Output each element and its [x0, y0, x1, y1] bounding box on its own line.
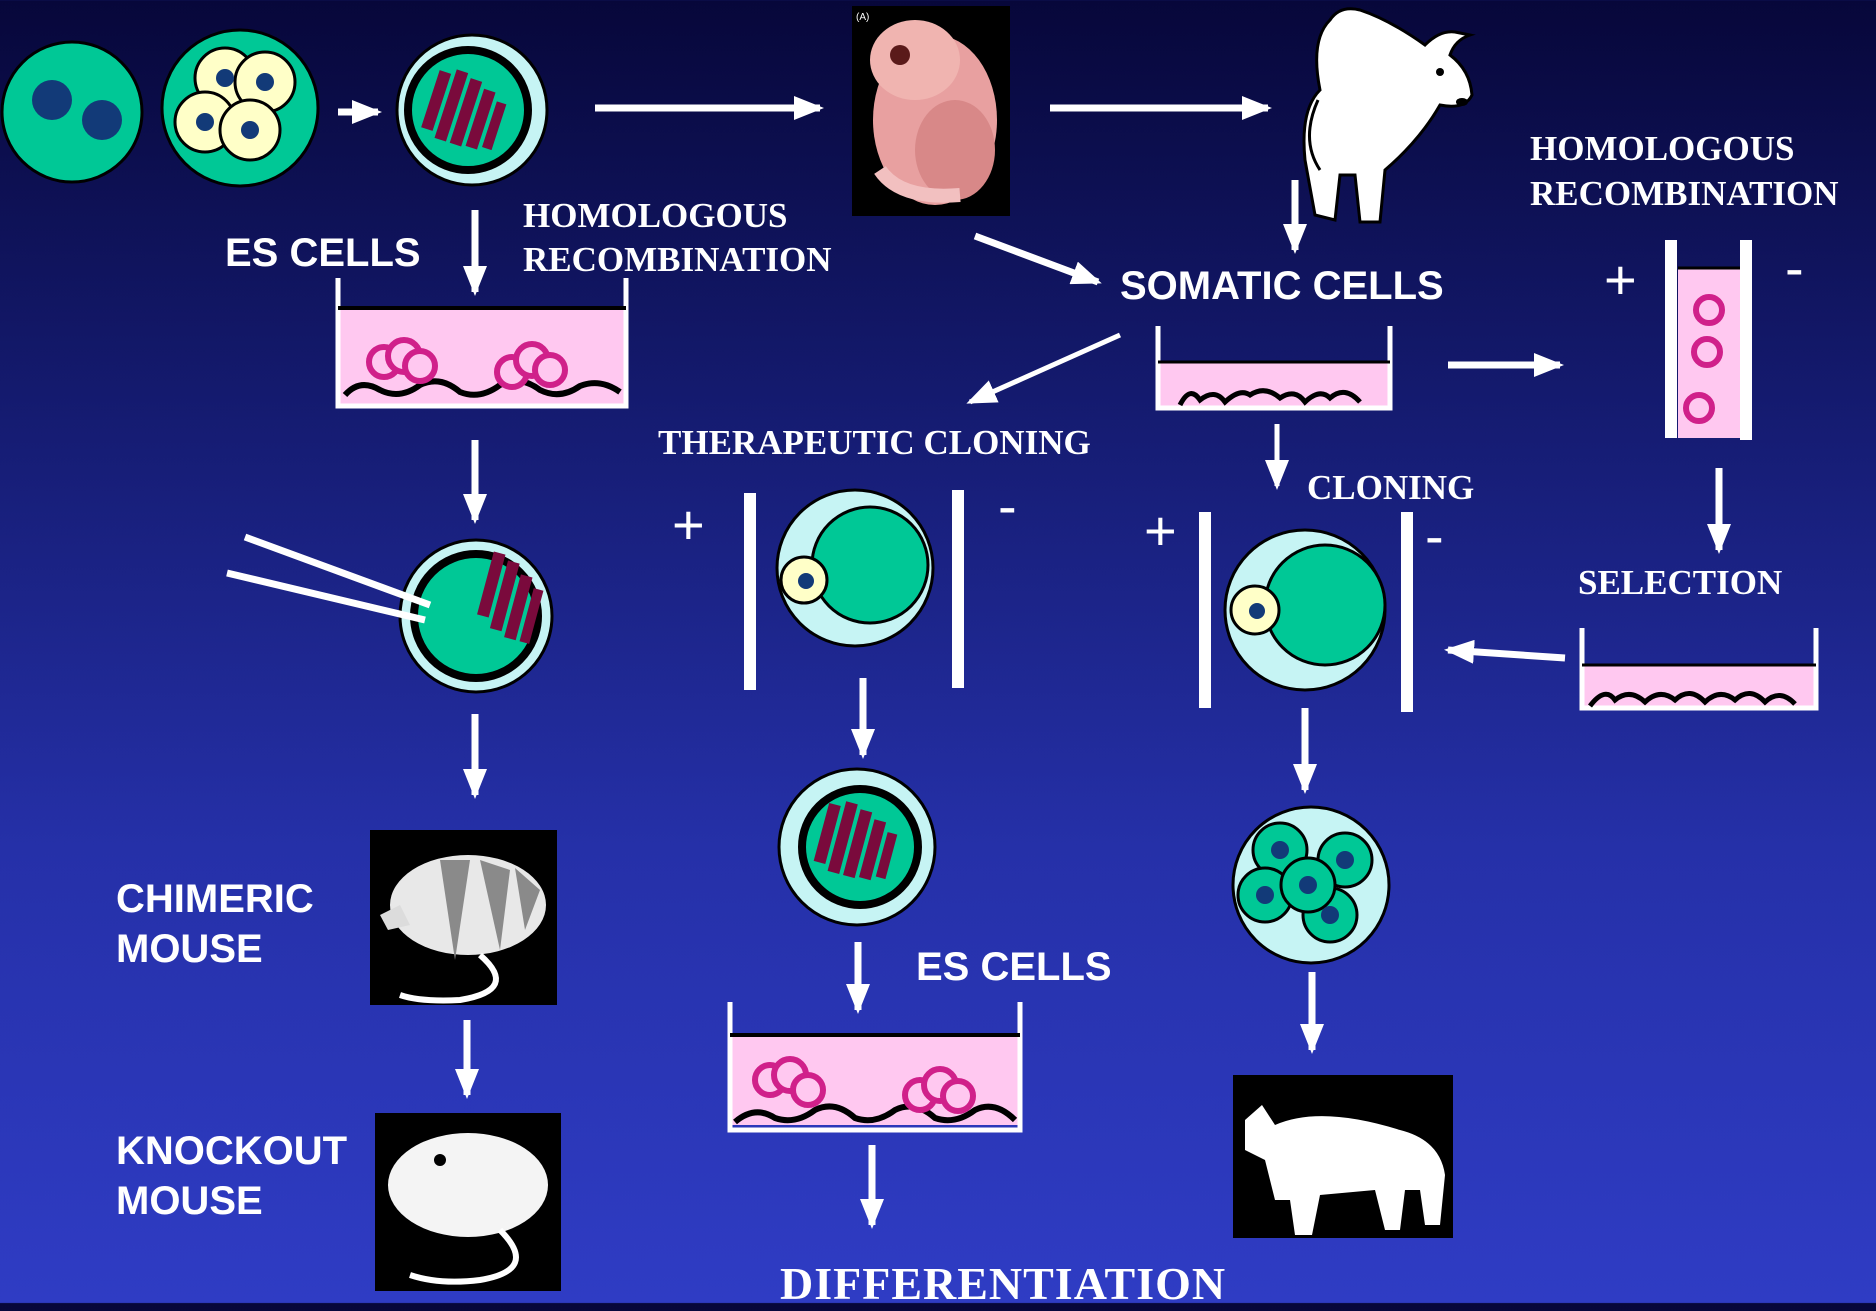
- label-homologous-recombination-left-2: RECOMBINATION: [523, 240, 832, 280]
- arrow-somatic-to-therapeutic: [970, 335, 1120, 402]
- label-therapeutic-cloning: THERAPEUTIC CLONING: [658, 423, 1091, 463]
- four-cell-embryo: [162, 30, 318, 186]
- embryo-photo: [852, 6, 1010, 216]
- morula-cloning: [1233, 807, 1389, 963]
- blastocyst-top: [397, 35, 547, 185]
- arrow-selection-to-cloning: [1448, 650, 1565, 658]
- two-cell-embryo: [2, 42, 142, 182]
- minus-sign-therapeutic: -: [998, 478, 1017, 534]
- selection-dish: [1582, 628, 1816, 708]
- plus-sign-cloning: +: [1144, 503, 1177, 559]
- es-cells-dish-top: [338, 278, 626, 406]
- embryo-photo-caption: (A): [856, 12, 869, 23]
- arrow-embryo-to-somatic: [975, 236, 1098, 282]
- label-es-cells-top: ES CELLS: [225, 230, 421, 276]
- recombination-cuvette: [1678, 268, 1740, 438]
- es-cells-dish-bottom: [730, 1002, 1020, 1130]
- cloned-cow-image: [1233, 1075, 1453, 1238]
- plus-sign-recombination: +: [1604, 252, 1637, 308]
- label-homologous-recombination-left-1: HOMOLOGOUS: [523, 196, 787, 236]
- label-knockout-mouse-1: KNOCKOUT: [116, 1128, 347, 1174]
- label-homologous-recombination-right-2: RECOMBINATION: [1530, 174, 1839, 214]
- fusion-cell-therapeutic: [777, 490, 933, 646]
- blastocyst-therapeutic: [779, 769, 935, 925]
- label-somatic-cells: SOMATIC CELLS: [1120, 263, 1444, 309]
- plus-sign-therapeutic: +: [672, 497, 705, 553]
- label-chimeric-mouse-2: MOUSE: [116, 926, 263, 972]
- label-chimeric-mouse-1: CHIMERIC: [116, 876, 314, 922]
- label-es-cells-bottom: ES CELLS: [916, 944, 1112, 990]
- minus-sign-cloning: -: [1425, 508, 1444, 564]
- somatic-cells-dish: [1158, 326, 1390, 408]
- injection-blastocyst: [227, 537, 552, 692]
- label-homologous-recombination-right-1: HOMOLOGOUS: [1530, 129, 1794, 169]
- knockout-mouse-image: [375, 1113, 561, 1291]
- label-selection: SELECTION: [1578, 563, 1782, 603]
- label-knockout-mouse-2: MOUSE: [116, 1178, 263, 1224]
- label-cloning: CLONING: [1307, 468, 1474, 508]
- minus-sign-recombination: -: [1785, 240, 1804, 296]
- chimeric-mouse-image: [370, 830, 557, 1005]
- fusion-cell-cloning: [1225, 530, 1385, 690]
- cow-illustration: [1304, 9, 1472, 222]
